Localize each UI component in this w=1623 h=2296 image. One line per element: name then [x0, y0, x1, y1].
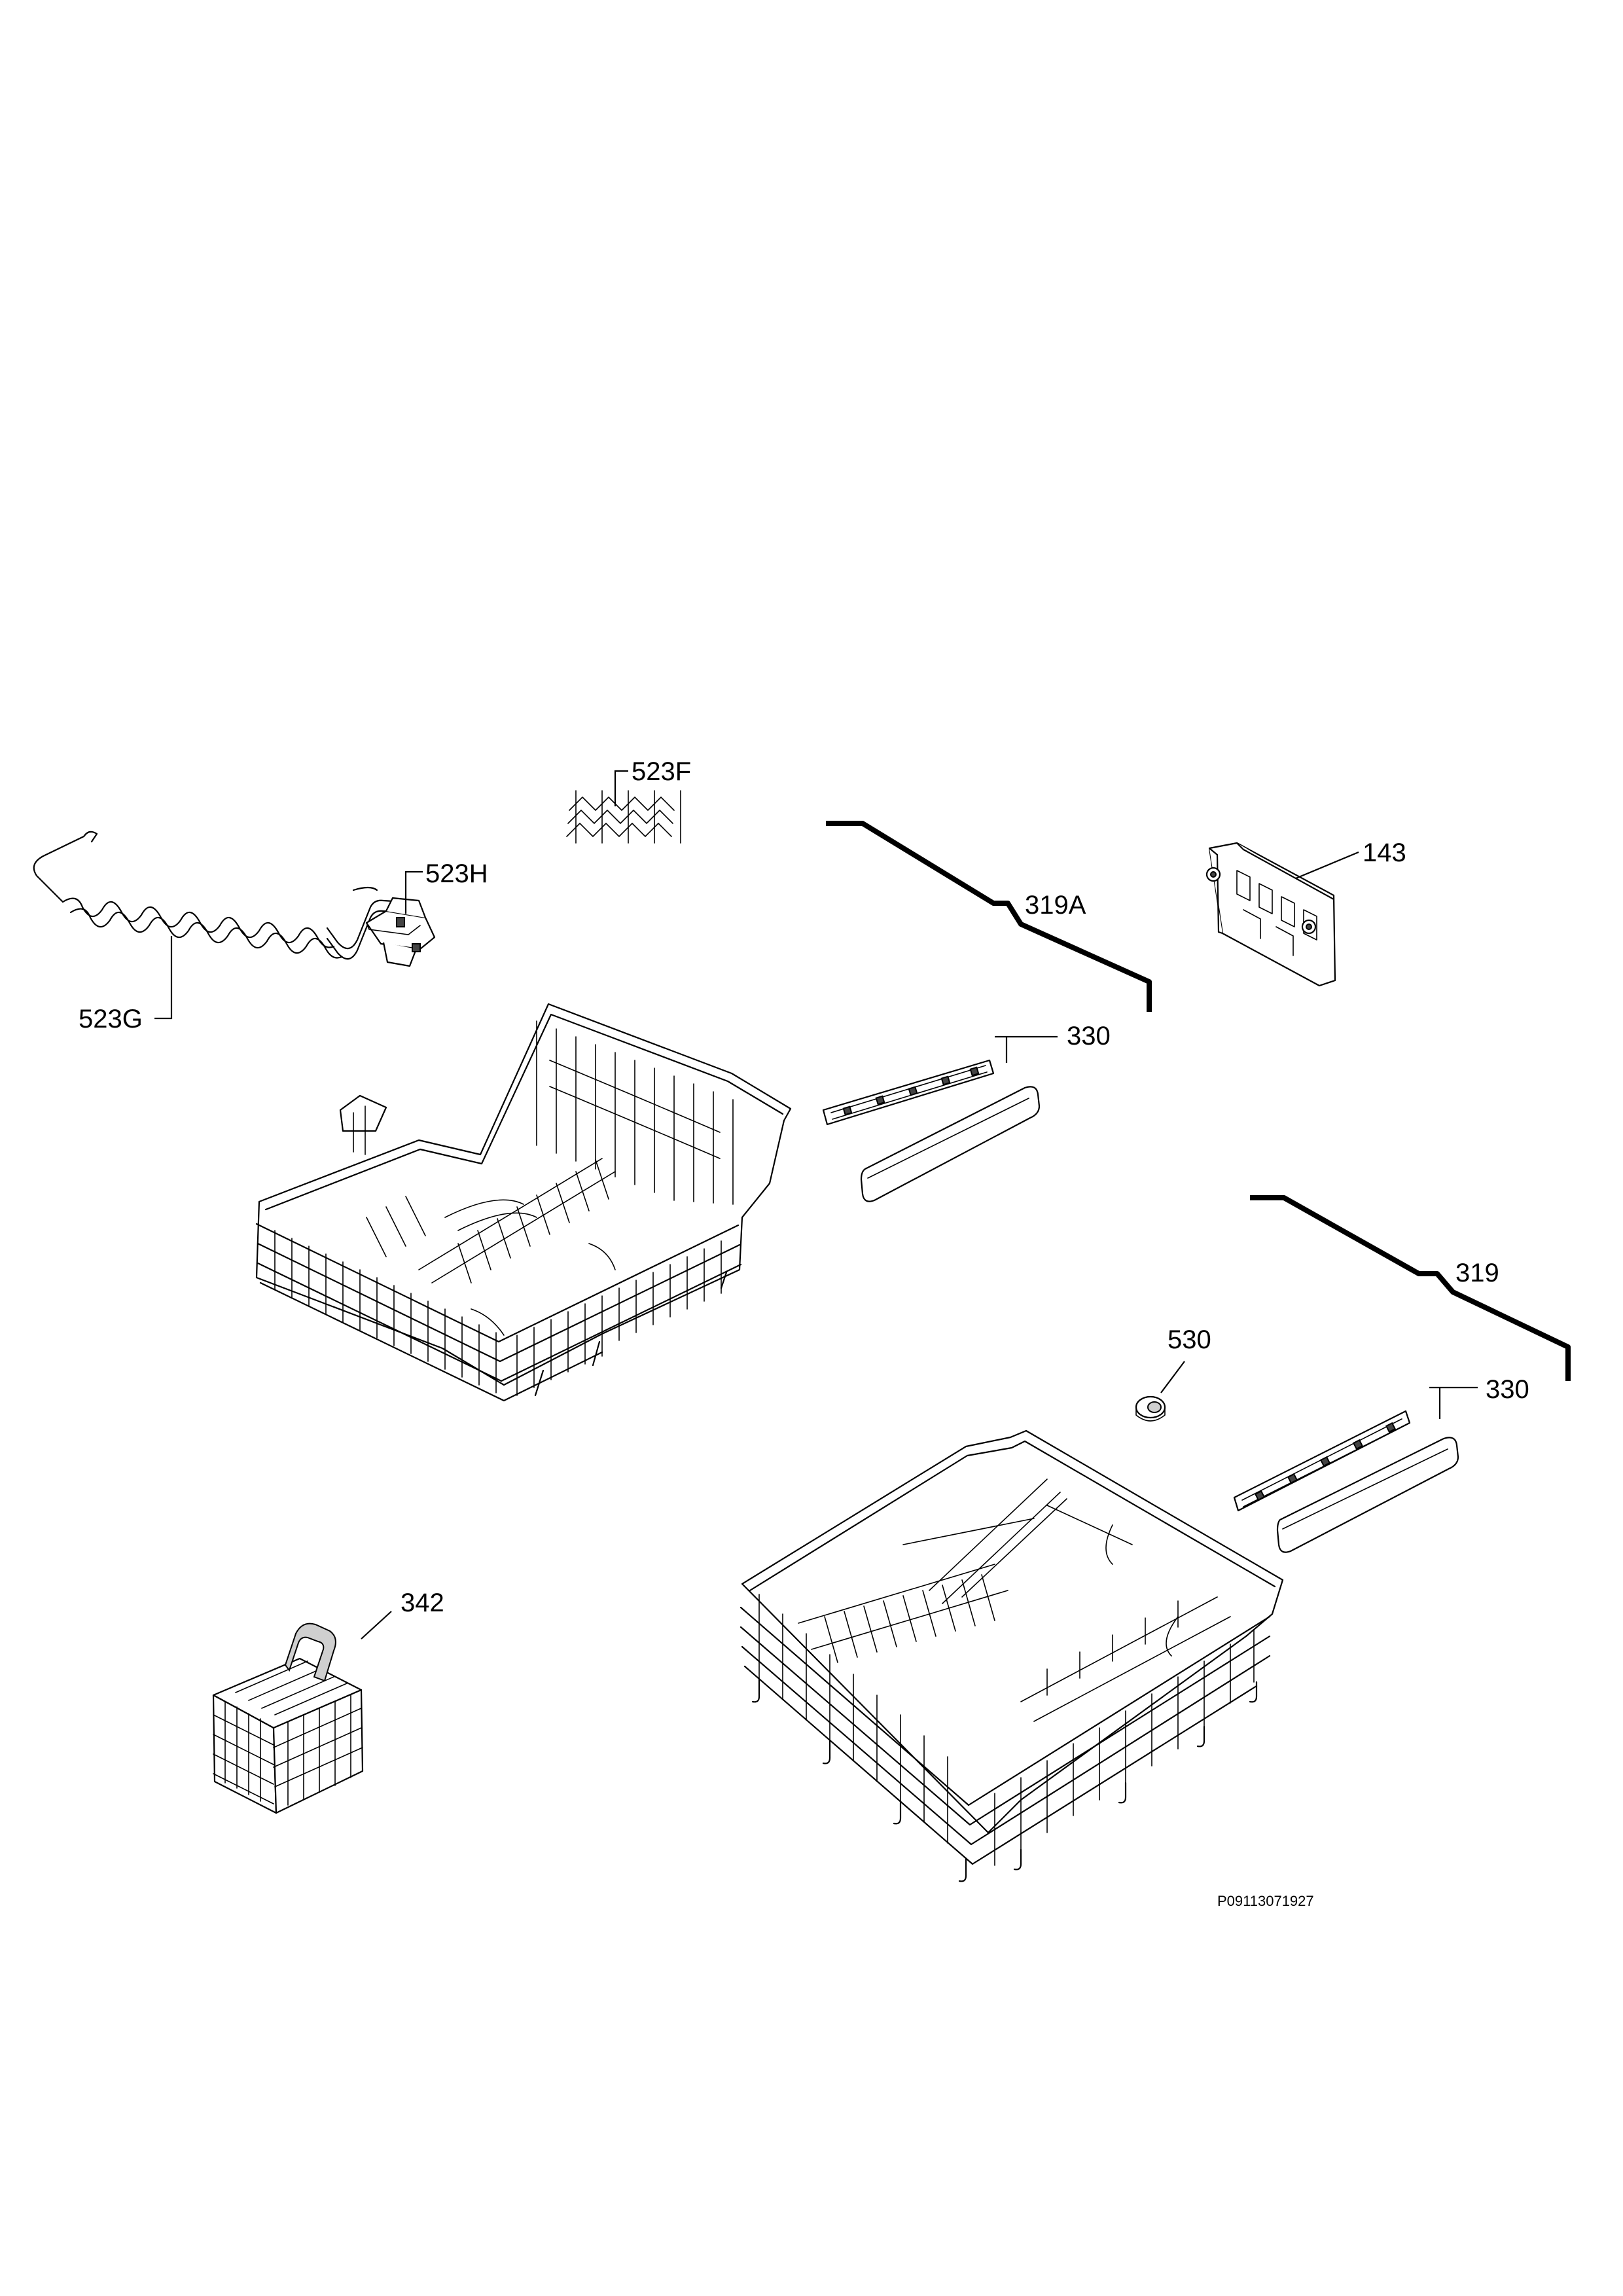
part-upper-basket[interactable] — [255, 1003, 792, 1402]
part-330-lower-runner[interactable] — [1233, 1410, 1459, 1553]
label-319A: 319A — [1025, 891, 1086, 920]
part-lower-basket[interactable] — [740, 1429, 1284, 1882]
label-523F: 523F — [632, 757, 691, 786]
leader-330-lower — [1429, 1386, 1478, 1419]
part-523H-rack-clip[interactable] — [365, 897, 436, 967]
part-143-rail-bracket[interactable] — [1205, 842, 1336, 987]
leader-523F — [614, 770, 628, 806]
leader-530 — [1160, 1361, 1185, 1393]
leader-330-upper — [995, 1035, 1058, 1063]
label-523H: 523H — [425, 859, 488, 888]
label-143: 143 — [1363, 838, 1406, 867]
part-523G-spiral-wire[interactable] — [33, 831, 404, 960]
label-319: 319 — [1455, 1259, 1499, 1287]
leader-523H — [404, 870, 423, 914]
leader-342 — [361, 1611, 392, 1640]
part-319-lower-rail[interactable] — [1250, 1195, 1571, 1381]
part-330-upper-runner[interactable] — [822, 1059, 1041, 1202]
label-342: 342 — [401, 1588, 444, 1617]
leader-143 — [1295, 851, 1359, 880]
leader-523G — [154, 936, 173, 1020]
document-code: P09113071927 — [1217, 1893, 1314, 1909]
part-530-wheel[interactable] — [1135, 1395, 1166, 1422]
label-530: 530 — [1168, 1325, 1211, 1354]
part-319A-upper-rail[interactable] — [826, 821, 1152, 1012]
label-330-upper: 330 — [1067, 1022, 1111, 1050]
label-330-lower: 330 — [1486, 1375, 1529, 1404]
part-342-cutlery-basket[interactable] — [212, 1623, 364, 1814]
label-523G: 523G — [79, 1005, 143, 1033]
part-523F-clip-strip[interactable] — [566, 790, 681, 844]
